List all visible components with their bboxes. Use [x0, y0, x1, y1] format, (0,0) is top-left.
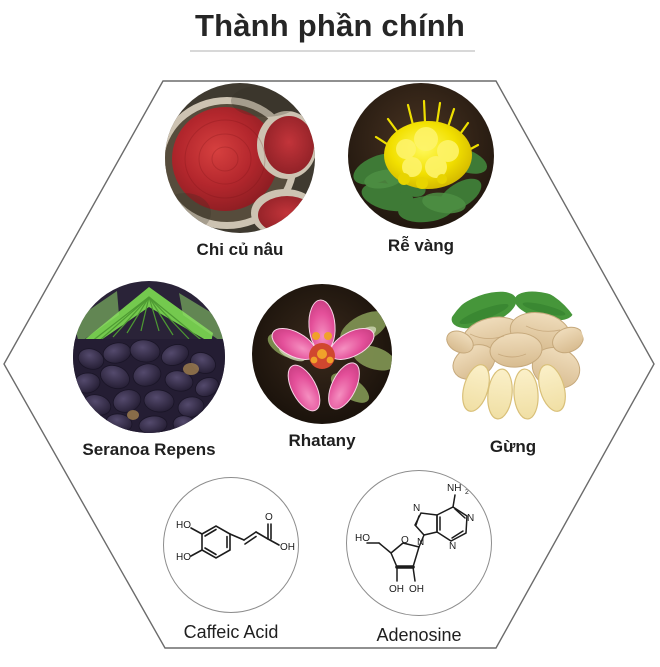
- adenosine-circle: NH 2 N N N N HO O OH OH: [346, 470, 492, 616]
- chi-cu-nau-circle: [165, 83, 315, 233]
- ingredient-label: Caffeic Acid: [183, 622, 279, 642]
- svg-text:2: 2: [465, 489, 469, 496]
- svg-text:O: O: [265, 512, 273, 523]
- yellow-flower-photo: [348, 83, 494, 229]
- gung-circle: [440, 284, 586, 430]
- rhatany-circle: [252, 284, 392, 424]
- ingredient-gung[interactable]: Gừng: [440, 284, 586, 458]
- seranoa-repens-circle: [73, 281, 225, 433]
- ingredient-rhatany[interactable]: Rhatany: [252, 284, 392, 452]
- svg-text:N: N: [417, 537, 424, 548]
- ginger-root-photo: [440, 284, 586, 430]
- ingredient-re-vang[interactable]: Rễ vàng: [348, 83, 494, 257]
- ingredient-label: Rhatany: [288, 431, 356, 450]
- ingredient-label: Chi củ nâu: [196, 240, 284, 259]
- page-title: Thành phần chính: [194, 8, 466, 43]
- saw-palmetto-berries-photo: [73, 281, 225, 433]
- svg-text:OH: OH: [280, 542, 295, 553]
- ingredient-label: Rễ vàng: [387, 236, 455, 255]
- title-underline: [190, 50, 475, 52]
- svg-text:N: N: [413, 503, 420, 514]
- ingredient-label: Adenosine: [376, 625, 462, 645]
- caffeic-acid-structure: HO HO O OH: [176, 512, 295, 563]
- svg-text:N: N: [467, 513, 474, 524]
- ingredient-adenosine[interactable]: NH 2 N N N N HO O OH OH Adenosine: [346, 470, 492, 646]
- adenosine-structure: NH 2 N N N N HO O OH OH: [355, 483, 474, 595]
- svg-text:O: O: [401, 535, 409, 546]
- re-vang-circle: [348, 83, 494, 229]
- svg-text:HO: HO: [355, 533, 370, 544]
- svg-text:HO: HO: [176, 552, 191, 563]
- ingredient-label: Seranoa Repens: [82, 440, 216, 459]
- ingredient-seranoa-repens[interactable]: Seranoa Repens: [73, 281, 225, 461]
- svg-text:NH: NH: [447, 483, 461, 494]
- pink-flower-photo: [252, 284, 392, 424]
- sliced-red-root-photo: [165, 83, 315, 233]
- ingredient-label: Gừng: [489, 437, 537, 456]
- ingredient-chi-cu-nau[interactable]: Chi củ nâu: [165, 83, 315, 261]
- svg-text:HO: HO: [176, 520, 191, 531]
- ingredient-caffeic-acid[interactable]: HO HO O OH Caffeic Acid: [163, 477, 299, 643]
- svg-text:OH: OH: [389, 584, 404, 595]
- svg-text:OH: OH: [409, 584, 424, 595]
- svg-text:N: N: [449, 541, 456, 552]
- caffeic-acid-circle: HO HO O OH: [163, 477, 299, 613]
